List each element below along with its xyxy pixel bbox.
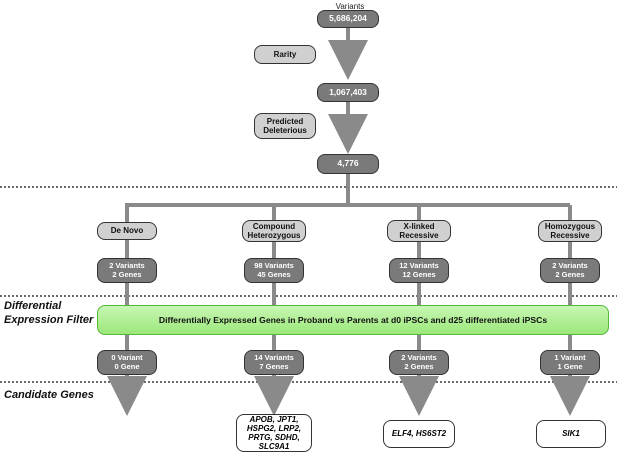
variant-count: 0 Variant — [111, 352, 143, 362]
variant-count: 12 Variants — [399, 260, 439, 270]
gene-count: 12 Genes — [402, 269, 436, 279]
candidate-genes-x-linked-recessive: ELF4, HS6ST2 — [383, 420, 455, 448]
variant-count: 14 Variants — [254, 352, 294, 362]
count-node-homozygous-recessive: 2 Variants 2 Genes — [540, 258, 600, 283]
differential-expression-label: Differential Expression Filter — [4, 300, 94, 326]
gene-count: 1 Gene — [557, 361, 583, 371]
variant-count: 2 Variants — [552, 260, 588, 270]
variant-count: 2 Variants — [401, 352, 437, 362]
candidate-genes-homozygous-recessive: SIK1 — [536, 420, 606, 448]
variant-count: 1 Variant — [554, 352, 586, 362]
filtered-count-de-novo: 0 Variant 0 Gene — [97, 350, 157, 375]
category-homozygous-recessive: Homozygous Recessive — [538, 220, 602, 242]
gene-count: 0 Gene — [114, 361, 140, 371]
gene-count: 2 Genes — [555, 269, 585, 279]
variant-count: 98 Variants — [254, 260, 294, 270]
candidate-genes-label: Candidate Genes — [4, 389, 94, 401]
filtered-count-x-linked-recessive: 2 Variants 2 Genes — [389, 350, 449, 375]
deleterious-filter-node: Predicted Deleterious — [254, 113, 316, 139]
deleterious-variants-node: 4,776 — [317, 154, 379, 174]
count-node-x-linked-recessive: 12 Variants 12 Genes — [389, 258, 449, 283]
gene-count: 45 Genes — [257, 269, 291, 279]
category-x-linked-recessive: X-linked Recessive — [387, 220, 451, 242]
total-variants-node: 5,686,204 — [317, 10, 379, 28]
gene-count: 2 Genes — [404, 361, 434, 371]
differential-expression-filter: Differentially Expressed Genes in Proban… — [97, 305, 609, 335]
category-de-novo: De Novo — [97, 222, 157, 240]
variants-label: Variants — [335, 2, 365, 11]
rarity-filter-node: Rarity — [254, 45, 316, 64]
category-compound-heterozygous: Compound Heterozygous — [242, 220, 306, 242]
rare-variants-node: 1,067,403 — [317, 83, 379, 102]
count-node-de-novo: 2 Variants 2 Genes — [97, 258, 157, 283]
filtered-count-homozygous-recessive: 1 Variant 1 Gene — [540, 350, 600, 375]
filtered-count-compound-heterozygous: 14 Variants 7 Genes — [244, 350, 304, 375]
candidate-genes-compound-heterozygous: APOB, JPT1, HSPG2, LRP2, PRTG, SDHD, SLC… — [236, 414, 312, 452]
gene-count: 7 Genes — [259, 361, 289, 371]
count-node-compound-heterozygous: 98 Variants 45 Genes — [244, 258, 304, 283]
variant-count: 2 Variants — [109, 260, 145, 270]
gene-count: 2 Genes — [112, 269, 142, 279]
